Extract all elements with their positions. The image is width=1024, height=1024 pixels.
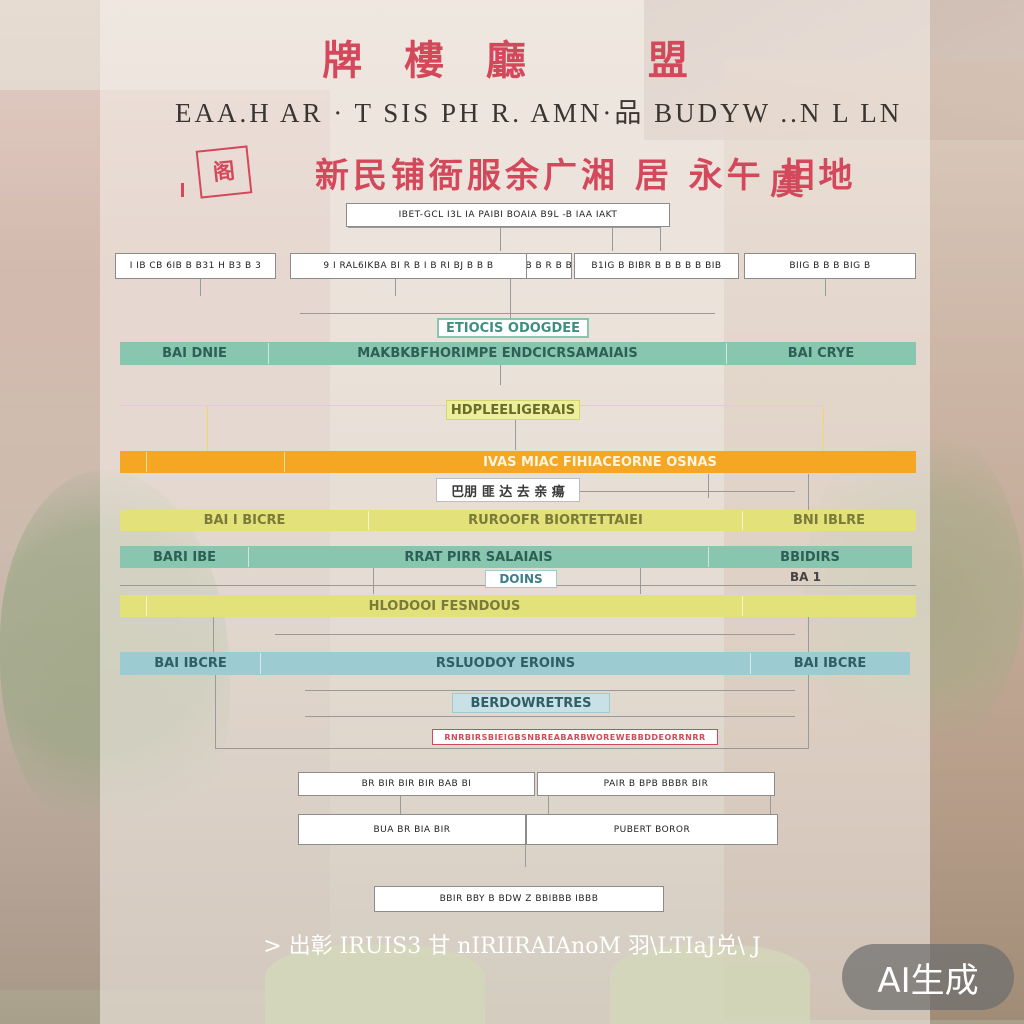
connector-line <box>808 675 809 749</box>
band-segment <box>121 596 147 616</box>
section-label: BERDOWRETRES <box>452 693 610 713</box>
pink-caption: RNRBIRSBIEIGBSNBREABARBWOREWEBBDDEORRNRR <box>432 729 718 745</box>
connector-line <box>395 278 396 296</box>
band-blue: BAI IBCRE RSLUODOY EROINS BAI IBCRE <box>120 652 910 675</box>
title-chinese-secondary: 新民铺衙服余广湘 居 永午 相地 <box>315 156 857 196</box>
connector-line <box>300 313 715 314</box>
connector-line <box>708 474 709 498</box>
title-chinese-secondary-right: 虞 <box>770 163 804 203</box>
connector-line <box>215 675 216 749</box>
band-orange: IVAS MIAC FIHIACEORNE OSNAS <box>120 451 916 473</box>
connector-line <box>770 796 771 814</box>
connector-line <box>640 568 641 594</box>
connector-line <box>612 227 613 251</box>
section-label: 巴朋 匪 达 去 亲 瘍 <box>436 478 580 502</box>
band-segment: BAI IBCRE <box>121 653 261 674</box>
row1-node: B1IG B BIBR B B B B B BIB <box>574 253 739 279</box>
bottom-node: PAIR B BPB BBBR BIR <box>537 772 775 796</box>
connector-line <box>525 845 526 867</box>
section-label: HDPLEELIGERAIS <box>446 400 580 420</box>
band-segment: BAI CRYE <box>787 346 855 361</box>
band-teal-1: BAI DNIE MAKBKBFHORIMPE ENDCICRSAMAIAIS … <box>120 342 916 365</box>
connector-line <box>400 796 401 814</box>
band-segment: BARI IBE <box>121 547 249 567</box>
band-segment <box>147 452 285 472</box>
band-segment: RRAT PIRR SALAIAIS <box>249 547 709 567</box>
band-segment <box>121 452 147 472</box>
band-teal-2: BARI IBE RRAT PIRR SALAIAIS BBIDIRS <box>120 546 912 568</box>
red-seal-stamp: 阁 <box>195 145 253 199</box>
connector-line <box>275 634 795 635</box>
connector-line <box>348 227 660 228</box>
top-node: IBET-GCL I3L IA PAIBI BOAIA B9L -B IAA I… <box>346 203 670 227</box>
row1-node: BIIG B B B BIG B <box>744 253 916 279</box>
seal-mark <box>181 183 184 197</box>
subtitle-english: EAA.H AR · T SIS PH R. AMN·品 BUDYW ..N L… <box>175 98 903 128</box>
connector-line <box>548 796 549 814</box>
ai-generated-badge: AI生成 <box>842 944 1014 1010</box>
connector-line <box>510 278 511 318</box>
band-segment: MAKBKBFHORIMPE ENDCICRSAMAIAIS <box>269 343 727 364</box>
connector-line <box>207 405 208 453</box>
connector-line <box>373 568 374 594</box>
row1-node: 9 I RAL6IKBA BI R B I B RI BJ B B B <box>290 253 527 279</box>
band-segment: HLODOOI FESNDOUS <box>147 596 743 616</box>
connector-line <box>580 491 795 492</box>
connector-line <box>825 278 826 296</box>
section-label: DOINS <box>485 570 557 588</box>
band-sublabel: BA 1 <box>790 570 821 584</box>
connector-line <box>515 420 516 450</box>
bottom-node: BUA BR BIA BIR <box>298 814 526 845</box>
band-segment: RUROOFR BIORTETTAIEI <box>369 511 743 530</box>
connector-line <box>305 690 795 691</box>
band-yellow-1: BAI I BICRE RUROOFR BIORTETTAIEI BNI IBL… <box>120 510 916 531</box>
connector-line <box>500 227 501 251</box>
connector-line <box>808 474 809 510</box>
band-segment: IVAS MIAC FIHIACEORNE OSNAS <box>483 454 717 470</box>
band-segment: BAI I BICRE <box>121 511 369 530</box>
band-segment: RSLUODOY EROINS <box>261 653 751 674</box>
band-segment: BBIDIRS <box>780 549 840 565</box>
bottom-node: BR BIR BIR BIR BAB BI <box>298 772 535 796</box>
connector-line <box>215 748 808 749</box>
connector-line <box>200 278 201 296</box>
section-label: ETIOCIS ODOGDEE <box>437 318 589 338</box>
band-segment: BNI IBLRE <box>792 513 866 528</box>
bottom-node: PUBERT BOROR <box>526 814 778 845</box>
connector-line <box>213 617 214 653</box>
connector-line <box>660 227 661 251</box>
row1-node: BIB B B B R B B B B B <box>527 253 572 279</box>
connector-line <box>305 716 795 717</box>
final-node: BBIR BBY B BDW Z BBIBBB IBBB <box>374 886 664 912</box>
band-segment: BAI IBCRE <box>793 656 867 671</box>
connector-line <box>500 365 501 385</box>
title-chinese: 牌 樓 廳 盟 <box>322 37 702 84</box>
footer-text: > 出彰 IRUIS3 甘 nIRIIRAIAnoM 羽\LTIaJ兑\ J <box>263 934 761 959</box>
band-segment <box>743 596 915 616</box>
band-segment: BAI DNIE <box>121 343 269 364</box>
connector-line <box>808 617 809 653</box>
row1-node: I IB CB 6IB B B31 H B3 B 3 <box>115 253 276 279</box>
band-yellow-2: HLODOOI FESNDOUS <box>120 595 916 617</box>
connector-line <box>823 405 824 453</box>
